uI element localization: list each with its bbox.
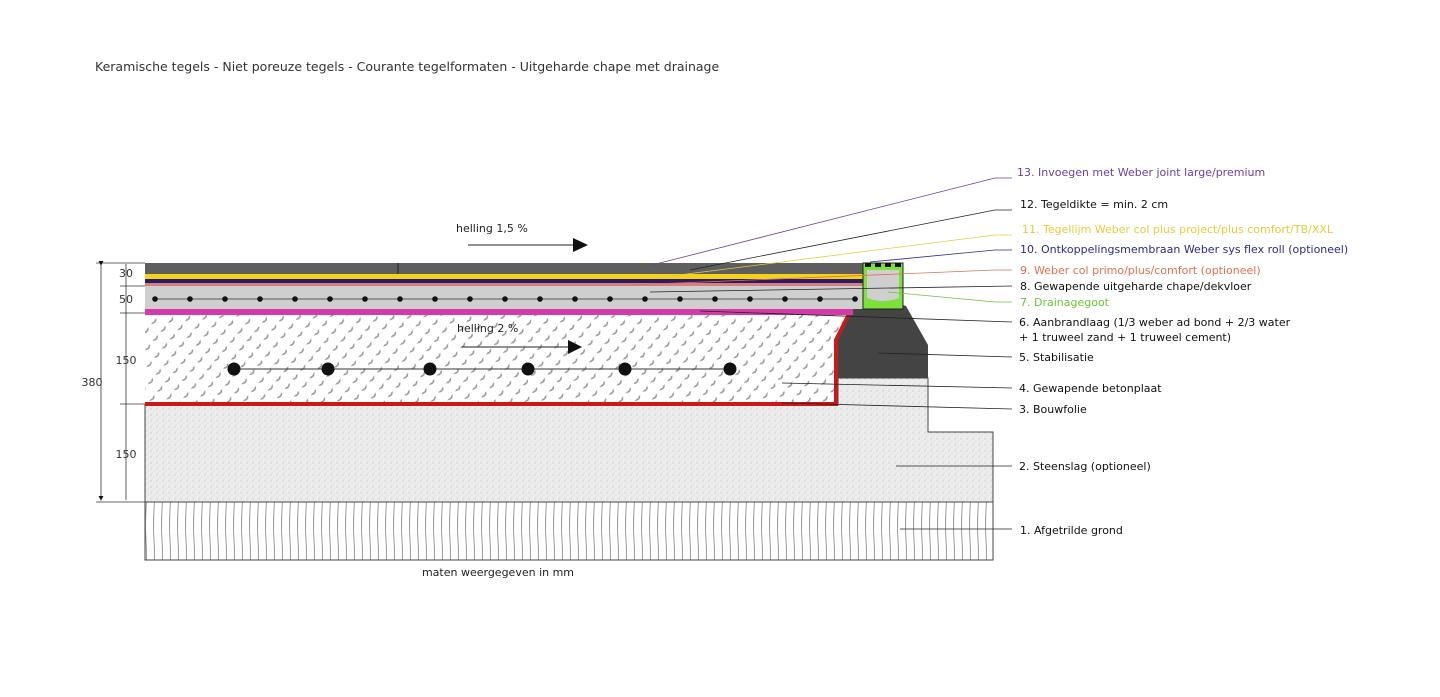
layer-primer [145, 283, 863, 286]
dim-tile: 30 [119, 267, 133, 280]
screed-rebar-dot [222, 296, 228, 302]
screed-rebar-dots [152, 296, 858, 302]
legend-12: 12. Tegeldikte = min. 2 cm [1020, 198, 1168, 211]
screed-rebar-dot [432, 296, 438, 302]
screed-rebar-dot [292, 296, 298, 302]
layer-stabilisation [838, 292, 928, 378]
screed-rebar-dot [257, 296, 263, 302]
layer-membrane [145, 279, 863, 283]
layer-soil [144, 501, 994, 561]
legend-4: 4. Gewapende betonplaat [1019, 382, 1162, 395]
layer-concrete-slab [145, 314, 850, 403]
legend-2: 2. Steenslag (optioneel) [1019, 460, 1151, 473]
dim-gravel: 150 [116, 448, 137, 461]
slope-slab-label: helling 2 % [457, 322, 518, 335]
screed-rebar-dot [817, 296, 823, 302]
dim-slab: 150 [116, 354, 137, 367]
slab-rebar-dot [723, 362, 737, 376]
screed-rebar-dot [572, 296, 578, 302]
screed-rebar-dot [852, 296, 858, 302]
screed-rebar-dot [712, 296, 718, 302]
screed-rebar-dot [677, 296, 683, 302]
layer-bond [145, 309, 853, 315]
legend-3: 3. Bouwfolie [1019, 403, 1087, 416]
layer-adhesive [145, 274, 863, 279]
legend-10: 10. Ontkoppelingsmembraan Weber sys flex… [1020, 243, 1348, 256]
dim-screed: 50 [119, 293, 133, 306]
slab-rebar-dot [227, 362, 241, 376]
legend-9: 9. Weber col primo/plus/comfort (optione… [1020, 264, 1261, 277]
diagram-title: Keramische tegels - Niet poreuze tegels … [95, 59, 720, 74]
dim-total: 380 [82, 376, 103, 389]
slab-rebar-dots [227, 362, 737, 376]
screed-rebar-dot [747, 296, 753, 302]
legend-6-cont: + 1 truweel zand + 1 truweel cement) [1019, 331, 1231, 344]
dimension-lines [96, 261, 145, 503]
slab-rebar-dot [618, 362, 632, 376]
legend-1: 1. Afgetrilde grond [1020, 524, 1123, 537]
screed-rebar-dot [502, 296, 508, 302]
slab-rebar-dot [321, 362, 335, 376]
screed-rebar-dot [327, 296, 333, 302]
slope-top-arrowhead-icon [573, 238, 588, 252]
screed-rebar-dot [187, 296, 193, 302]
screed-rebar-dot [397, 296, 403, 302]
legend-13: 13. Invoegen met Weber joint large/premi… [1017, 166, 1265, 179]
legend-8: 8. Gewapende uitgeharde chape/dekvloer [1020, 280, 1252, 293]
slab-rebar-dot [423, 362, 437, 376]
screed-rebar-dot [607, 296, 613, 302]
drain-gutter [862, 262, 904, 310]
screed-rebar-dot [152, 296, 158, 302]
slope-slab-arrowhead-icon [568, 340, 582, 354]
screed-rebar-dot [642, 296, 648, 302]
screed-rebar-dot [537, 296, 543, 302]
screed-rebar-dot [362, 296, 368, 302]
screed-rebar-dot [467, 296, 473, 302]
leader-lines [629, 177, 1013, 530]
legend-7: 7. Drainagegoot [1020, 296, 1110, 309]
layer-tile [145, 263, 863, 274]
screed-rebar-dot [782, 296, 788, 302]
slab-rebar-dot [521, 362, 535, 376]
legend-5: 5. Stabilisatie [1019, 351, 1094, 364]
slope-top-label: helling 1,5 % [456, 222, 528, 235]
legend-6: 6. Aanbrandlaag (1/3 weber ad bond + 2/3… [1019, 316, 1291, 329]
legend-11: 11. Tegellijm Weber col plus project/plu… [1022, 223, 1334, 236]
units-note: maten weergegeven in mm [422, 566, 574, 579]
